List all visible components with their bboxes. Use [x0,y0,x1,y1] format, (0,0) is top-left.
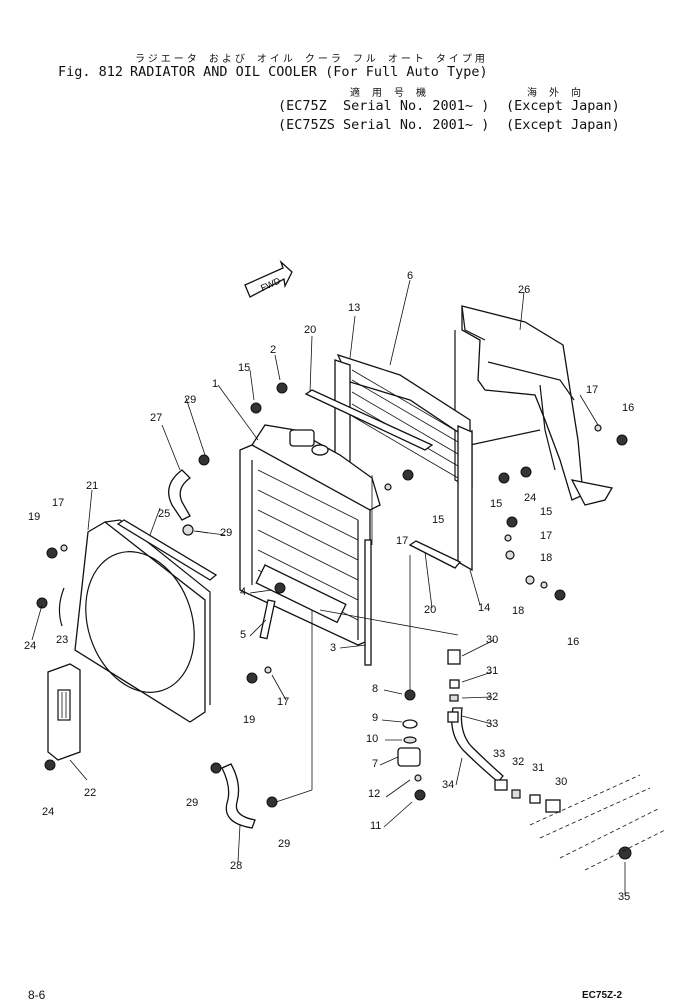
callout-26: 26 [518,284,531,296]
callout-18a: 18 [540,552,553,564]
callout-17c: 17 [396,535,409,547]
callout-20b: 20 [424,604,437,616]
callout-9: 9 [372,712,379,724]
callout-14: 14 [478,602,491,614]
callout-29b: 29 [220,527,233,539]
callout-24b: 24 [42,806,55,818]
shroud-clip [58,587,65,627]
seal-strip-lower [408,540,462,569]
callout-33b: 33 [493,748,506,760]
callout-17d: 17 [540,530,553,542]
callout-19b: 19 [243,714,256,726]
callout-16a: 16 [622,402,635,414]
callout-29c: 29 [186,797,199,809]
callout-23: 23 [56,634,69,646]
fan-shroud [74,519,211,723]
figure-label: Fig. 812 [58,64,124,80]
stay-rod [364,539,372,666]
callout-13: 13 [348,302,361,314]
oil-cooler [334,353,473,572]
document-code: EC75Z-2 [582,990,623,1001]
callout-8: 8 [372,683,379,695]
callout-19a: 19 [28,511,41,523]
callout-21: 21 [86,480,99,492]
callout-25: 25 [158,508,171,520]
callout-28: 28 [230,860,243,872]
callout-12: 12 [368,788,381,800]
mounting-frame [454,305,614,506]
applicability-model-1: (EC75Z Serial No. 2001~ ) [278,98,490,114]
chassis-reference-lines [529,774,666,871]
japanese-title: ラジエータ および オイル クーラ フル オート タイプ用 [135,54,488,65]
fan-guard [47,663,81,761]
callout-20a: 20 [304,324,317,336]
japanese-applicable-label: 適 用 号 機 [350,88,430,99]
callout-29a: 29 [184,394,197,406]
callout-11: 11 [370,820,382,832]
upper-radiator-hose [168,469,192,521]
callout-15b: 15 [432,514,445,526]
callout-5: 5 [240,629,247,641]
callout-22: 22 [84,787,97,799]
callout-1: 1 [212,378,219,390]
callout-6: 6 [407,270,414,282]
callout-15c: 15 [490,498,503,510]
leader-lines [31,279,626,895]
figure-title: RADIATOR AND OIL COOLER (For Full Auto T… [130,64,488,80]
callout-31a: 31 [486,665,499,677]
callout-3: 3 [330,642,337,654]
callout-32a: 32 [486,691,499,703]
callout-15d: 15 [540,506,553,518]
drain-pipe [259,599,276,640]
fwd-arrow-icon [244,259,293,298]
callout-27: 27 [150,412,163,424]
callout-4: 4 [240,586,247,598]
callout-32b: 32 [512,756,525,768]
callout-18b: 18 [512,605,525,617]
callout-33a: 33 [486,718,499,730]
callout-2: 2 [270,344,277,356]
callout-15a: 15 [238,362,251,374]
callout-24c: 24 [524,492,537,504]
callout-35: 35 [618,891,631,903]
applicability-region-1: (Except Japan) [506,98,620,114]
applicability-region-2: (Except Japan) [506,117,620,133]
lower-radiator-hose [221,763,256,829]
callout-34: 34 [442,779,455,791]
callout-16b: 16 [567,636,580,648]
callout-31b: 31 [532,762,545,774]
callout-17b: 17 [52,497,65,509]
callout-24a: 24 [24,640,37,652]
callout-29d: 29 [278,838,291,850]
page-number: 8-6 [28,988,46,1002]
callout-7: 7 [372,758,379,770]
callout-10: 10 [366,733,379,745]
callout-30b: 30 [555,776,568,788]
radiator [239,424,381,646]
japanese-overseas-label: 海 外 向 [527,88,585,99]
callout-17e: 17 [277,696,290,708]
callout-30a: 30 [486,634,499,646]
hardware [36,382,632,860]
shroud-seal-strip [116,519,218,581]
callout-17a: 17 [586,384,599,396]
applicability-model-2: (EC75ZS Serial No. 2001~ ) [278,117,490,133]
